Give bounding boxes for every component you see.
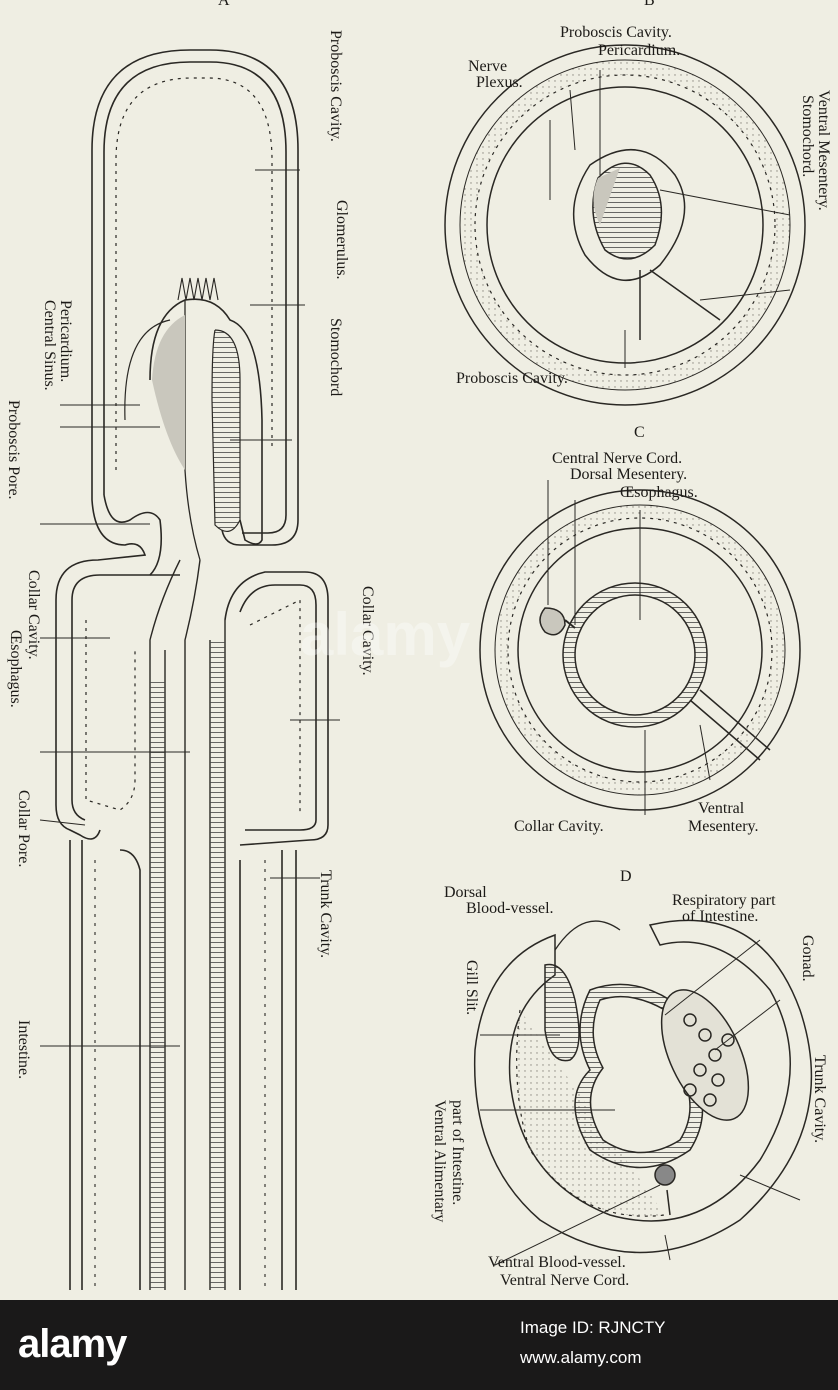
label-proboscis-pore: Proboscis Pore. [5, 400, 22, 500]
label-stomochord-a: Stomochord [327, 318, 344, 396]
panel-d-letter: D [620, 868, 632, 885]
label-collar-pore: Collar Pore. [15, 790, 32, 867]
label-dorsal-blood-vessel-2: Blood-vessel. [466, 900, 554, 917]
label-respiratory-1: Respiratory part [672, 892, 776, 909]
label-intestine: Intestine. [15, 1020, 32, 1079]
label-proboscis-cavity-b-top: Proboscis Cavity. [560, 24, 672, 41]
site-url: www.alamy.com [520, 1348, 642, 1368]
label-ventral-mesentery-c-1: Ventral [698, 800, 744, 817]
label-respiratory-2: of Intestine. [682, 908, 758, 925]
panel-c-letter: C [634, 424, 645, 441]
figure-b-section [445, 45, 805, 405]
label-trunk-cavity-a: Trunk Cavity. [317, 870, 334, 958]
label-ventral-nerve-cord: Ventral Nerve Cord. [500, 1272, 629, 1289]
label-proboscis-cavity-b-bottom: Proboscis Cavity. [456, 370, 568, 387]
figure-c-section [480, 480, 800, 815]
label-oesophagus-c: Œsophagus. [620, 484, 698, 501]
label-oesophagus-a: Œsophagus. [7, 630, 24, 708]
figure-d-section [475, 920, 812, 1265]
figure-a-section [40, 50, 340, 1290]
panel-a-letter: A [218, 0, 230, 9]
label-central-nerve-cord: Central Nerve Cord. [552, 450, 682, 467]
label-collar-cavity-c: Collar Cavity. [514, 818, 604, 835]
label-trunk-cavity-d: Trunk Cavity. [811, 1055, 828, 1143]
label-ventral-alimentary-1: Ventral Alimentary [431, 1100, 448, 1222]
label-stomochord-b: Stomochord. [799, 95, 816, 177]
label-collar-cavity-a-left: Collar Cavity. [25, 570, 42, 660]
label-pericardium-b: Pericardium. [598, 42, 680, 59]
watermark: alamy [300, 600, 470, 669]
label-ventral-mesentery-b: Ventral Mesentery. [815, 90, 832, 211]
label-nerve-plexus-b-1: Nerve [468, 58, 507, 75]
image-id-text: Image ID: RJNCTY [520, 1318, 665, 1338]
label-proboscis-cavity-a: Proboscis Cavity. [327, 30, 344, 142]
label-pericardium-a: Pericardium. [57, 300, 74, 382]
brand-logo: alamy [18, 1322, 126, 1367]
stock-banner: alamy Image ID: RJNCTY www.alamy.com [0, 1300, 838, 1390]
panel-b-letter: B [644, 0, 655, 9]
label-ventral-alimentary-2: part of Intestine. [449, 1100, 466, 1205]
figure-plate: A B C D Proboscis Cavity. Glomerulus. St… [0, 0, 838, 1300]
label-central-sinus: Central Sinus. [41, 300, 58, 391]
label-glomerulus: Glomerulus. [333, 200, 350, 280]
label-ventral-mesentery-c-2: Mesentery. [688, 818, 759, 835]
label-nerve-plexus-b-2: Plexus. [476, 74, 523, 91]
label-gonad: Gonad. [799, 935, 816, 982]
label-ventral-blood-vessel: Ventral Blood-vessel. [488, 1254, 626, 1271]
label-gill-slit: Gill Slit. [463, 960, 480, 1015]
label-dorsal-blood-vessel-1: Dorsal [444, 884, 487, 901]
label-dorsal-mesentery-c: Dorsal Mesentery. [570, 466, 687, 483]
